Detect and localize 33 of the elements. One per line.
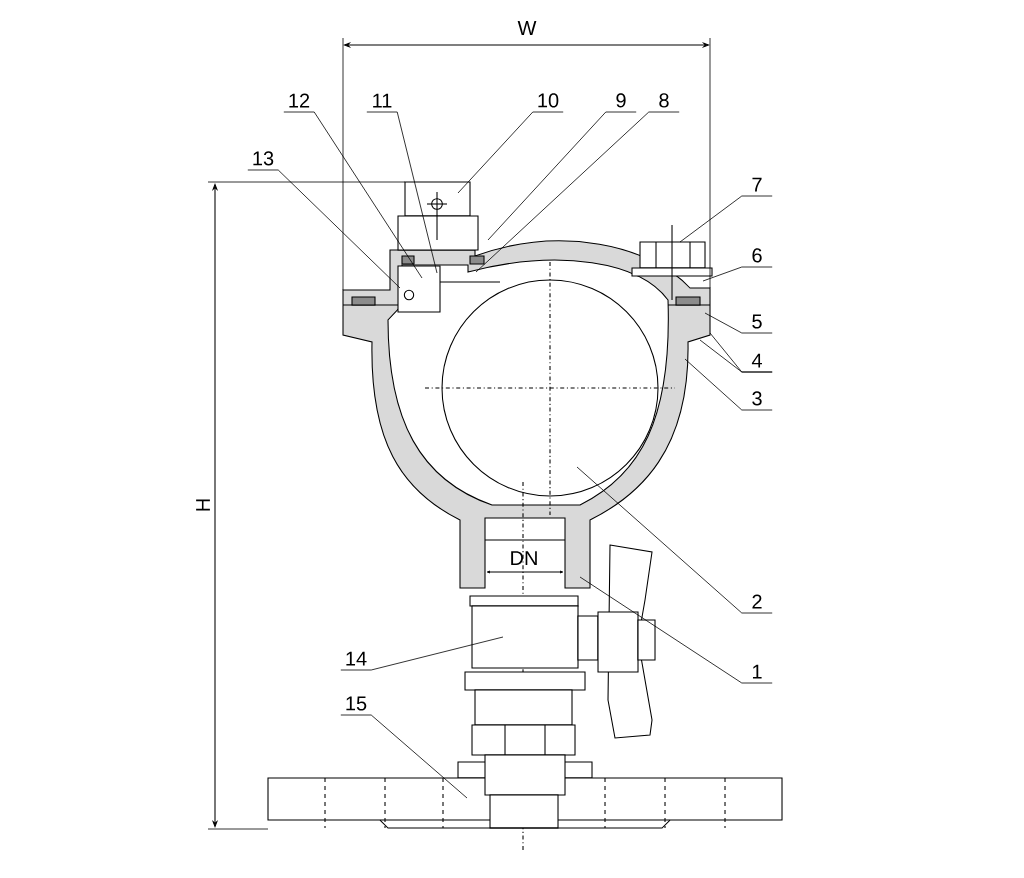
dimension-label: W — [517, 21, 537, 35]
leader-line — [475, 111, 680, 273]
leader-line — [684, 358, 773, 411]
leader-line — [283, 111, 423, 279]
callout-number: 14 — [346, 651, 367, 666]
leader-line — [366, 111, 438, 274]
leader-line — [704, 312, 773, 334]
dimension-label: DN — [511, 551, 537, 565]
leader-line — [679, 195, 773, 243]
callout-number: 9 — [616, 93, 626, 108]
leader-line — [247, 169, 401, 289]
leader-line — [702, 266, 773, 282]
callout-number: 10 — [538, 93, 559, 108]
leader-line — [576, 466, 773, 614]
leader-line — [340, 714, 468, 799]
callout-number: 12 — [289, 93, 310, 108]
leader-line — [579, 576, 773, 684]
callout-number: 2 — [752, 594, 762, 609]
callout-number: 15 — [346, 696, 367, 711]
callout-number: 11 — [373, 93, 392, 108]
callout-number: 4 — [751, 353, 762, 368]
leader-line — [340, 636, 504, 671]
leader-line — [699, 339, 773, 373]
callout-number: 3 — [752, 391, 762, 406]
leader-line — [457, 111, 564, 194]
leader-line — [487, 111, 637, 241]
callout-number: 13 — [253, 151, 274, 166]
callout-number: 5 — [752, 314, 762, 329]
callout-number: 8 — [659, 93, 669, 108]
callout-number: 1 — [753, 664, 762, 679]
dimension-label: H — [196, 499, 210, 511]
callout-number: 7 — [752, 177, 762, 192]
callout-number: 6 — [752, 248, 762, 263]
